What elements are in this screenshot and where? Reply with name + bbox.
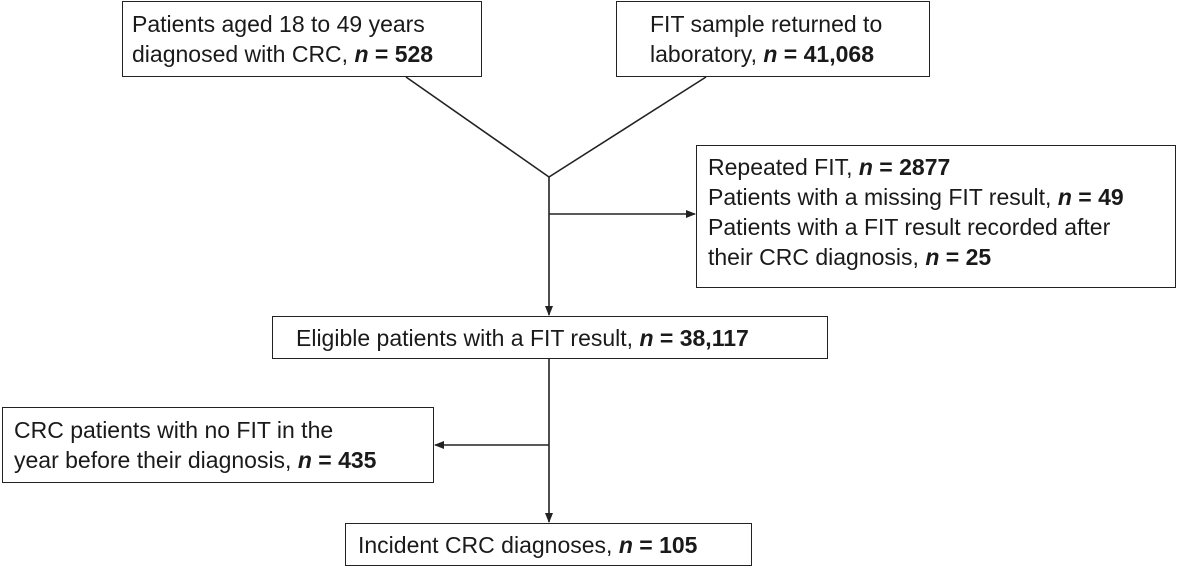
- exclusion-missing-result: Patients with a missing FIT result, n = …: [708, 182, 1175, 212]
- exclusion-after-diagnosis-n-value: = 25: [939, 244, 992, 270]
- exclusion-after-diagnosis-text: their CRC diagnosis,: [708, 244, 926, 270]
- eligible-box: Eligible patients with a FIT result, n =…: [272, 316, 828, 359]
- eligible-count: n = 38,117: [639, 325, 748, 351]
- incident-text: Incident CRC diagnoses,: [358, 532, 619, 558]
- exclusion-repeated-fit-n-label: n: [858, 154, 873, 180]
- patients-count: n = 528: [354, 41, 433, 67]
- no-fit-box: CRC patients with no FIT in the year bef…: [2, 407, 434, 483]
- exclusion-after-diagnosis-count: n = 25: [925, 244, 991, 270]
- fit-returned-count: n = 41,068: [763, 41, 874, 67]
- incident-n-value: = 105: [632, 532, 698, 558]
- patients-n-value: = 528: [368, 41, 434, 67]
- exclusion-repeated-fit-text: Repeated FIT,: [708, 154, 859, 180]
- exclusion-after-diagnosis-line-1: Patients with a FIT result recorded afte…: [708, 214, 1111, 240]
- incident-box: Incident CRC diagnoses, n = 105: [345, 523, 752, 566]
- patients-line-2: diagnosed with CRC, n = 528: [132, 39, 481, 69]
- fit-returned-line-1: FIT sample returned to: [650, 11, 883, 37]
- exclusion-missing-result-count: n = 49: [1058, 184, 1124, 210]
- incident-count: n = 105: [619, 532, 698, 558]
- no-fit-line-2: year before their diagnosis, n = 435: [14, 445, 433, 475]
- patients-line-1: Patients aged 18 to 49 years: [132, 11, 425, 37]
- no-fit-line-2-text: year before their diagnosis,: [14, 447, 298, 473]
- exclusion-missing-result-n-value: = 49: [1071, 184, 1124, 210]
- connector-patients-to-merge: [405, 76, 550, 178]
- patients-box: Patients aged 18 to 49 years diagnosed w…: [122, 1, 482, 77]
- connector-fit-to-merge: [548, 76, 707, 178]
- exclusion-repeated-fit-count: n = 2877: [859, 154, 950, 180]
- fit-returned-line-2: laboratory, n = 41,068: [650, 39, 929, 69]
- no-fit-n-value: = 435: [311, 447, 377, 473]
- exclusion-after-diagnosis-n-label: n: [925, 244, 940, 270]
- fit-returned-line-2-text: laboratory,: [650, 41, 764, 67]
- exclusion-missing-result-text: Patients with a missing FIT result,: [708, 184, 1058, 210]
- patients-n-label: n: [354, 41, 369, 67]
- exclusion-after-diagnosis-line-2: their CRC diagnosis, n = 25: [708, 242, 1175, 272]
- no-fit-count: n = 435: [298, 447, 377, 473]
- exclusion-missing-result-n-label: n: [1057, 184, 1072, 210]
- eligible-text: Eligible patients with a FIT result,: [296, 325, 640, 351]
- eligible-n-label: n: [639, 325, 654, 351]
- fit-returned-box: FIT sample returned to laboratory, n = 4…: [616, 1, 930, 77]
- no-fit-line-1: CRC patients with no FIT in the: [14, 417, 334, 443]
- incident-n-label: n: [618, 532, 633, 558]
- exclusion-repeated-fit-n-value: = 2877: [872, 154, 951, 180]
- exclusions-box: Repeated FIT, n = 2877 Patients with a m…: [696, 145, 1176, 288]
- exclusion-repeated-fit: Repeated FIT, n = 2877: [708, 152, 1175, 182]
- patients-line-2-text: diagnosed with CRC,: [132, 41, 355, 67]
- fit-returned-n-label: n: [763, 41, 778, 67]
- incident-line: Incident CRC diagnoses, n = 105: [358, 530, 751, 560]
- fit-returned-n-value: = 41,068: [777, 41, 874, 67]
- no-fit-n-label: n: [297, 447, 312, 473]
- eligible-n-value: = 38,117: [653, 325, 749, 351]
- eligible-line: Eligible patients with a FIT result, n =…: [296, 323, 827, 353]
